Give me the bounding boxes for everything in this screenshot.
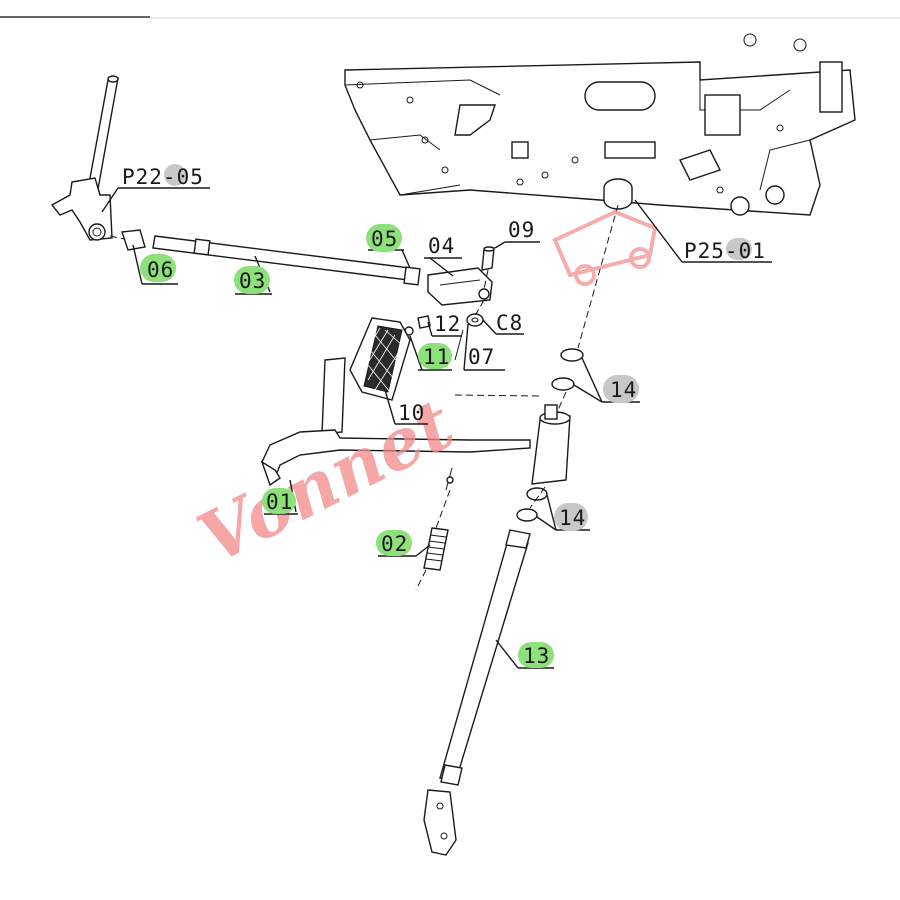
label-03: 03 [239, 269, 266, 293]
pedal-arm-01 [260, 357, 531, 487]
label-08: C8 [496, 311, 523, 335]
callouts: P22-05 P25-01 06 03 05 04 09 12 [101, 164, 772, 669]
label-05: 05 [371, 227, 398, 251]
pivot-boss [531, 404, 571, 485]
label-p22-05: P22-05 [122, 165, 204, 189]
pedal-pad-10 [349, 317, 411, 401]
chassis-frame [344, 33, 856, 216]
upper-lever [50, 75, 119, 241]
label-07: 07 [468, 345, 495, 369]
label-12: 12 [434, 312, 461, 336]
label-14-upper: 14 [610, 378, 637, 402]
shaft-13 [423, 529, 531, 856]
label-01: 01 [266, 490, 293, 514]
clevis-04 [427, 267, 493, 306]
label-p25-01: P25-01 [684, 239, 766, 263]
pin-09 [481, 246, 495, 271]
rod-03 [121, 229, 421, 286]
label-06: 06 [147, 258, 174, 282]
label-09: 09 [508, 218, 535, 242]
label-13: 13 [523, 644, 550, 668]
label-04: 04 [428, 234, 455, 258]
label-14-lower: 14 [559, 506, 586, 530]
small-hardware [404, 313, 484, 361]
label-02: 02 [381, 532, 408, 556]
assembly-lines [109, 204, 619, 591]
spring-02 [423, 467, 454, 571]
label-10: 10 [398, 401, 425, 425]
label-11: 11 [423, 345, 450, 369]
